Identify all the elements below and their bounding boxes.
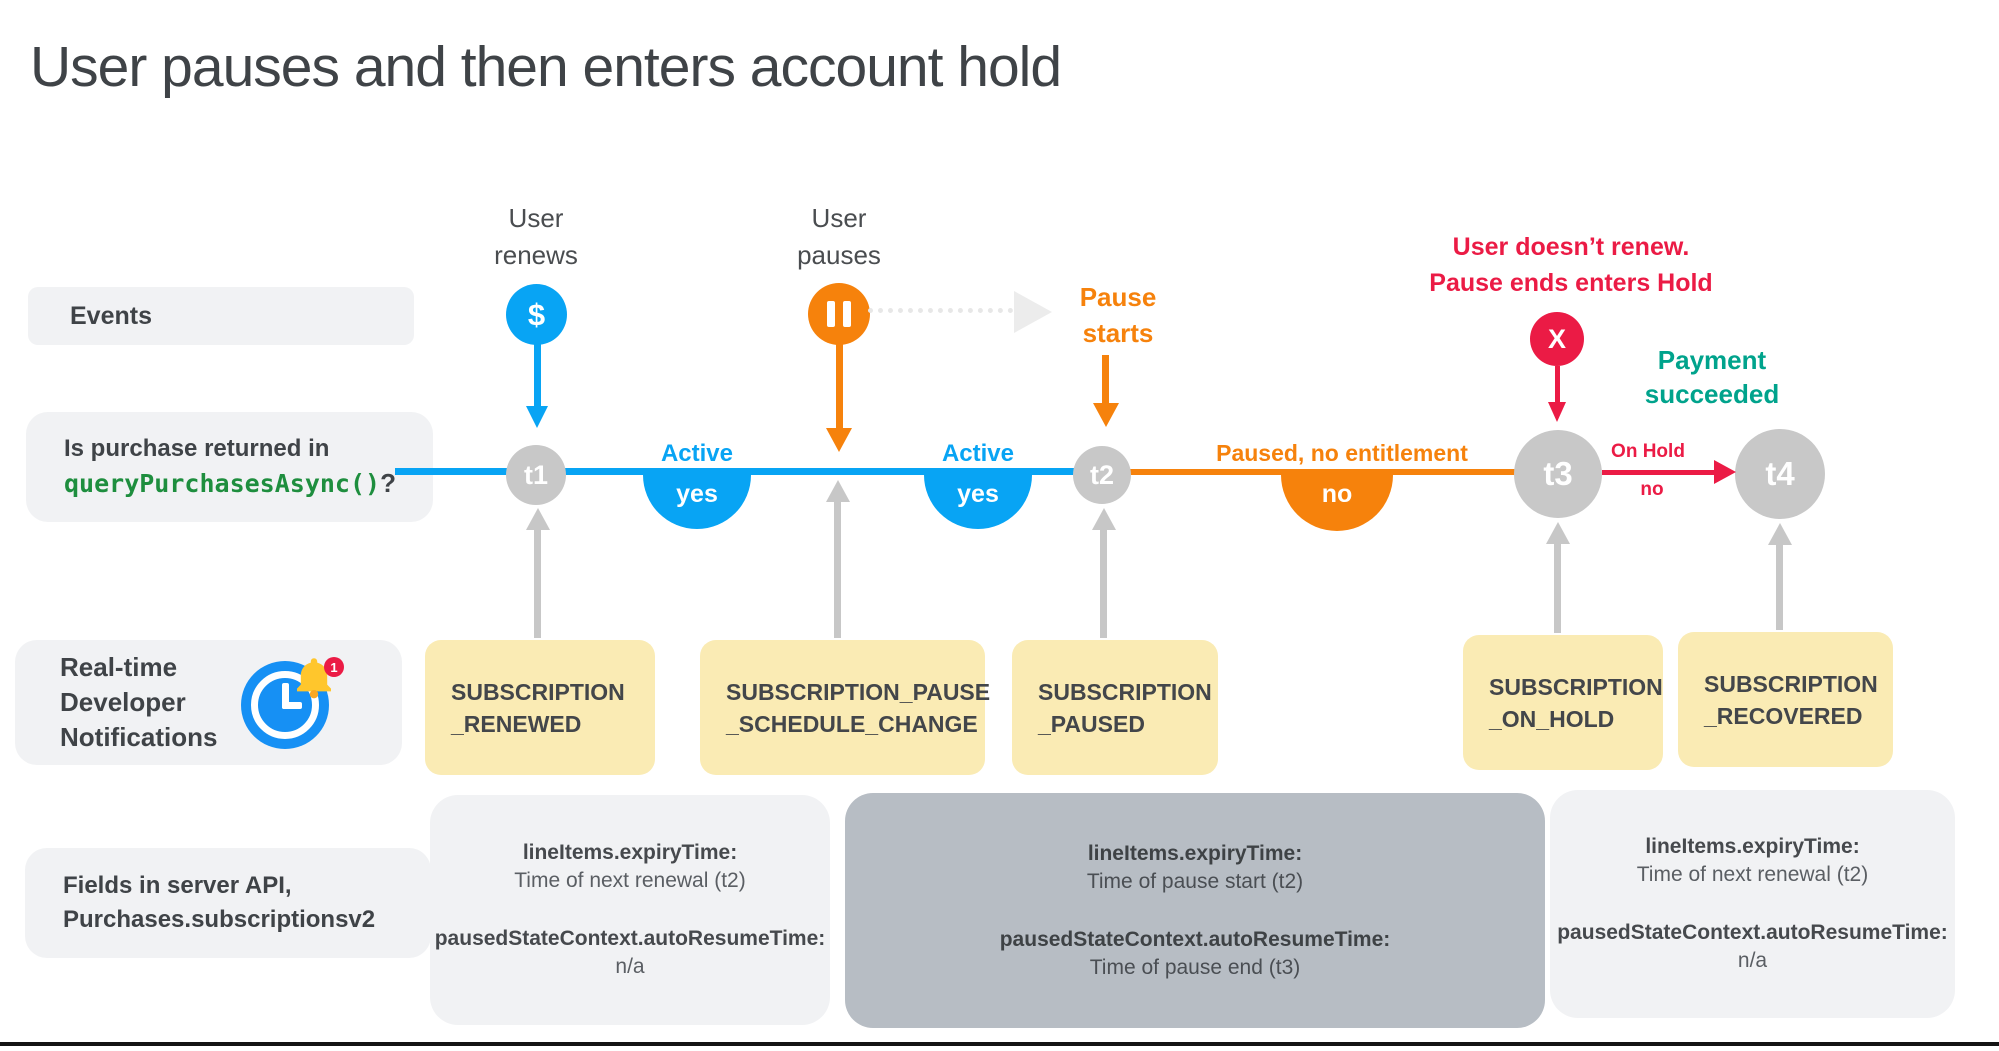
rtdn-box-subscription-on-hold: SUBSCRIPTION _ON_HOLD [1463,635,1663,770]
rtdn-box-subscription-recovered: SUBSCRIPTION _RECOVERED [1678,632,1893,767]
on-hold-arrow-head [1714,460,1736,484]
clock-bell-notification-icon: 1 [238,655,348,755]
bottom-border-rule [0,1042,1999,1046]
pause-icon [808,283,870,345]
events-label-text: Events [70,301,152,330]
purchase-question-line2: queryPurchasesAsync()? [64,466,433,502]
state-label-paused: Paused, no entitlement [1216,440,1468,466]
user-renews-label: User renews [494,203,578,270]
entitlement-badge-yes-2: yes [924,475,1032,529]
dotted-connector-line [868,308,1013,313]
rtdn-arrow-up-3 [1092,508,1116,530]
dotted-connector-arrow-icon [1014,291,1052,333]
on-hold-answer: no [1640,479,1664,500]
state-label-active-2: Active [941,440,1015,467]
state-label-active-1: Active [660,440,734,467]
pause-arrow-down-head [826,428,852,452]
on-hold-arrow [1602,470,1718,475]
rtdn-arrow-up-5 [1768,523,1792,545]
notification-badge: 1 [324,657,344,677]
on-hold-label: On Hold [1611,441,1685,462]
rtdn-box-subscription-renewed: SUBSCRIPTION _RENEWED [425,640,655,775]
timeline-node-t4: t4 [1735,429,1825,519]
rtdn-box-subscription-paused: SUBSCRIPTION _PAUSED [1012,640,1218,775]
rtdn-arrow-up-2 [826,480,850,502]
rtdn-box-subscription-pause-schedule-change: SUBSCRIPTION_PAUSE _SCHEDULE_CHANGE [700,640,990,775]
timeline-node-t3: t3 [1514,430,1602,518]
timeline-node-t2: t2 [1073,446,1131,504]
rtdn-arrow-up-4 [1546,522,1570,544]
clock-ring [251,671,319,739]
bell-icon [297,658,331,699]
pause-starts-arrow-down-head [1093,403,1119,427]
fields-label-line2: Purchases.subscriptionsv2 [63,906,376,933]
dollar-icon: $ [506,284,567,345]
rtdn-label-line3: Notifications [60,722,218,752]
purchase-question-line1: Is purchase returned in [64,435,330,462]
row-label-server-fields: Fields in server API, Purchases.subscrip… [25,848,431,958]
query-purchases-code-text: queryPurchasesAsync() [64,469,381,498]
row-label-purchase-question: Is purchase returned in queryPurchasesAs… [26,412,433,522]
clock-minute-hand [282,683,289,709]
renew-arrow-down-head [526,406,548,428]
hold-arrow-down-head [1548,402,1566,422]
question-mark: ? [380,468,396,498]
fields-box-renewed: lineItems.expiryTime: Time of next renew… [430,795,830,1025]
user-doesnt-renew-label: User doesn’t renew. Pause ends enters Ho… [1429,233,1713,297]
payment-succeeded-label: Payment succeeded [1644,345,1780,409]
rtdn-label-line2: Developer [60,687,186,717]
entitlement-badge-no: no [1281,475,1393,531]
hold-arrow-down [1555,366,1560,404]
fields-label-line1: Fields in server API, [63,872,292,899]
rtdn-label-line1: Real-time [60,652,178,682]
user-pauses-label: User pauses [797,203,881,270]
timeline-segment-paused [1102,469,1558,475]
pause-starts-arrow-down [1102,355,1109,405]
fields-box-recovered: lineItems.expiryTime: Time of next renew… [1550,790,1955,1018]
pause-starts-label: Pause starts [1079,282,1157,348]
fields-box-paused-highlighted: lineItems.expiryTime: Time of pause star… [845,793,1545,1028]
timeline-segment-active [395,468,1102,475]
page-title: User pauses and then enters account hold [30,35,1062,99]
timeline-node-t1: t1 [506,445,566,505]
rtdn-arrow-up-1 [526,508,550,530]
renew-arrow-down [534,344,541,408]
entitlement-badge-yes-1: yes [643,475,751,529]
clock-hour-hand [282,702,302,709]
row-label-events: Events [28,287,414,345]
pause-arrow-down [836,344,843,430]
cancel-x-icon: X [1530,312,1584,366]
